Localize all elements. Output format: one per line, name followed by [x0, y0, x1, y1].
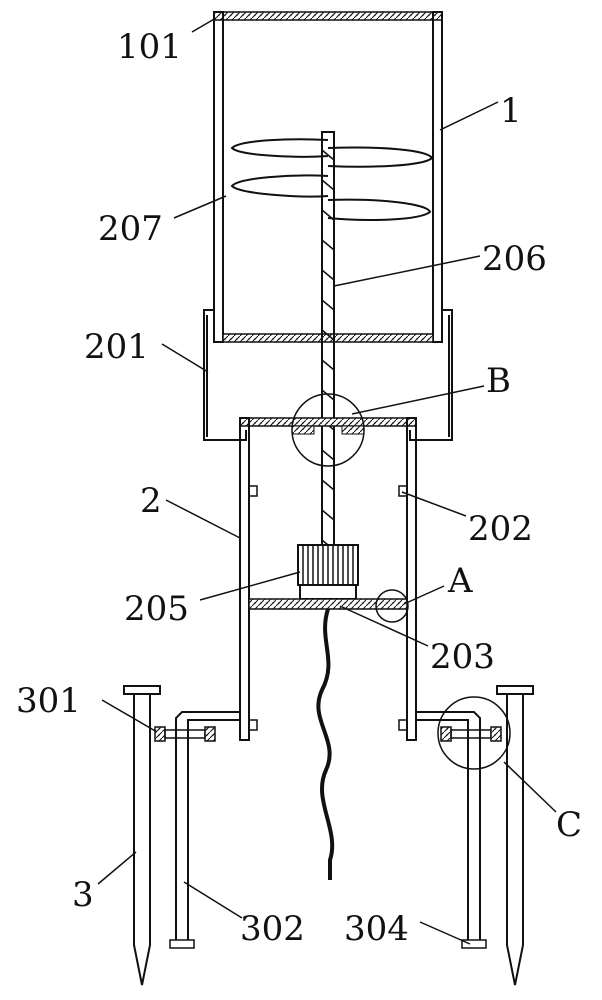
- clamp: [154, 726, 502, 742]
- label-207: 207: [98, 209, 163, 249]
- label-202: 202: [468, 509, 533, 549]
- label-101: 101: [117, 27, 182, 67]
- label-1: 1: [500, 91, 522, 131]
- label-2: 2: [140, 481, 162, 521]
- detail-circle: [291, 393, 511, 770]
- support-bracket: [203, 309, 453, 441]
- ground-stake: [123, 685, 534, 986]
- upper-hopper: [213, 11, 443, 343]
- label-B: B: [486, 361, 511, 401]
- stirring-shaft: [321, 131, 335, 573]
- label-203: 203: [430, 637, 495, 677]
- spiral-blade: [230, 138, 434, 221]
- label-206: 206: [482, 239, 547, 279]
- side-arm: [169, 711, 487, 949]
- leader-lines: [97, 17, 557, 945]
- mounting-plate: [248, 598, 408, 610]
- label-302: 302: [240, 909, 305, 949]
- label-3: 3: [72, 875, 94, 915]
- lower-housing: [239, 417, 417, 741]
- motor: [297, 544, 359, 600]
- label-304: 304: [344, 909, 409, 949]
- label-201: 201: [84, 327, 149, 367]
- label-205: 205: [124, 589, 189, 629]
- reference-labels: 101 1 207 206 201 B 2 202 205 A 203 301 …: [16, 27, 582, 949]
- label-301: 301: [16, 681, 81, 721]
- label-A: A: [447, 561, 473, 601]
- label-C: C: [556, 805, 582, 845]
- power-cable: [316, 608, 335, 880]
